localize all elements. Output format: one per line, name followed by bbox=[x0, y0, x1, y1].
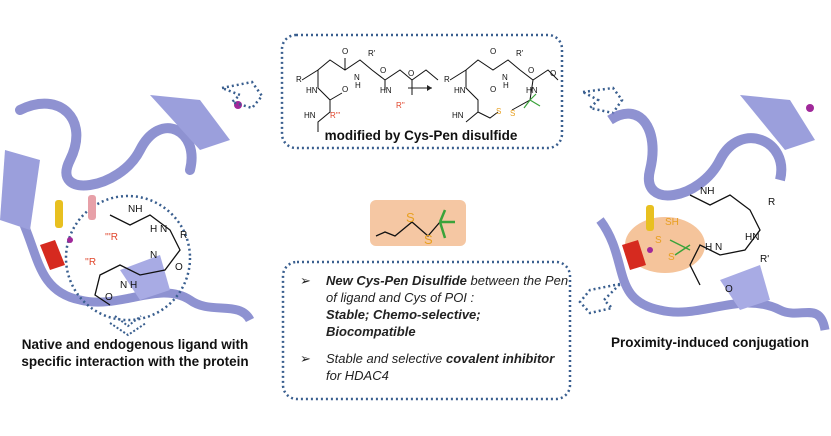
svg-text:R: R bbox=[444, 75, 450, 84]
svg-text:''R: ''R bbox=[85, 257, 96, 268]
svg-text:'''R: '''R bbox=[105, 232, 118, 243]
arrow-right-icon bbox=[578, 86, 624, 115]
svg-text:HN: HN bbox=[454, 86, 466, 95]
svg-text:N H: N H bbox=[120, 280, 137, 291]
svg-text:O: O bbox=[490, 85, 496, 94]
svg-text:HN: HN bbox=[306, 86, 318, 95]
left-peptide-structure: R O R' N H O HN O HN O HN R''' R'' bbox=[296, 47, 439, 132]
left-caption-line-1: Native and endogenous ligand with bbox=[21, 337, 249, 352]
svg-text:H: H bbox=[355, 81, 361, 90]
svg-text:O: O bbox=[175, 262, 183, 273]
right-caption: Proximity-induced conjugation bbox=[610, 335, 809, 350]
left-residue-pink bbox=[88, 195, 96, 220]
svg-text:O: O bbox=[105, 292, 113, 303]
svg-text:HN: HN bbox=[380, 86, 392, 95]
svg-text:O: O bbox=[380, 66, 386, 75]
svg-text:S: S bbox=[510, 109, 515, 118]
bottom-panel-border bbox=[281, 260, 572, 401]
conjugation-highlight bbox=[625, 217, 705, 273]
bullet-arrow-icon: ➢ bbox=[300, 273, 311, 288]
svg-text:SH: SH bbox=[665, 217, 679, 228]
left-ligand-structure: NH '''R ''R H N N H N O O R bbox=[85, 204, 187, 306]
disulfide-badge bbox=[370, 200, 466, 246]
svg-text:R'': R'' bbox=[396, 101, 405, 110]
bullet-text: New Cys-Pen Disulfide between the Pen of… bbox=[326, 272, 570, 340]
svg-text:R: R bbox=[296, 75, 302, 84]
left-down-chevron-icon bbox=[109, 315, 147, 337]
svg-text:O: O bbox=[342, 47, 348, 56]
svg-text:O: O bbox=[408, 69, 414, 78]
svg-text:HN: HN bbox=[526, 86, 538, 95]
left-residue-red bbox=[40, 240, 65, 270]
bullet-item: ➢ Stable and selective covalent inhibito… bbox=[300, 350, 570, 384]
svg-text:S: S bbox=[406, 210, 415, 225]
bullet-text: Stable and selective covalent inhibitor … bbox=[326, 350, 570, 384]
bullet-body: between the Pen of ligand and Cys of POI… bbox=[326, 273, 569, 305]
svg-text:R: R bbox=[180, 230, 187, 241]
bullet-bold-mid: covalent inhibitor bbox=[445, 351, 555, 366]
svg-text:O: O bbox=[550, 69, 556, 78]
bottom-panel-text: ➢ New Cys-Pen Disulfide between the Pen … bbox=[300, 272, 570, 394]
top-panel-border bbox=[280, 33, 564, 150]
svg-text:HN: HN bbox=[745, 232, 759, 243]
svg-text:H: H bbox=[503, 81, 509, 90]
svg-text:HN: HN bbox=[452, 111, 464, 120]
bullet-item: ➢ New Cys-Pen Disulfide between the Pen … bbox=[300, 272, 570, 340]
left-caption-line-2: specific interaction with the protein bbox=[21, 354, 249, 369]
svg-text:NH: NH bbox=[700, 186, 714, 197]
svg-text:O: O bbox=[490, 47, 496, 56]
right-protein-ribbon bbox=[596, 95, 830, 332]
arrow-right-icon bbox=[217, 80, 264, 110]
bullet-bold-lead: New Cys-Pen Disulfide bbox=[326, 273, 467, 288]
svg-text:H N: H N bbox=[705, 242, 722, 253]
svg-text:R''': R''' bbox=[330, 111, 341, 120]
left-caption: Native and endogenous ligand with specif… bbox=[5, 336, 265, 370]
svg-text:R': R' bbox=[516, 49, 524, 58]
right-peptide-structure: R O R' N H O HN O HN O HN S S bbox=[444, 47, 559, 123]
svg-text:N: N bbox=[150, 250, 157, 261]
disulfide-sulfur-labels: S S bbox=[406, 210, 433, 247]
bullet-arrow-icon: ➢ bbox=[300, 351, 311, 366]
bullet-tail: for HDAC4 bbox=[326, 368, 389, 383]
svg-text:R': R' bbox=[760, 254, 769, 265]
top-panel-caption: modified by Cys-Pen disulfide bbox=[325, 128, 518, 143]
svg-text:O: O bbox=[725, 284, 733, 295]
svg-text:H N: H N bbox=[150, 224, 167, 235]
arrow-left-icon bbox=[578, 281, 624, 315]
svg-text:N: N bbox=[502, 73, 508, 82]
svg-text:S: S bbox=[655, 235, 662, 246]
svg-text:NH: NH bbox=[128, 204, 142, 215]
svg-text:R': R' bbox=[368, 49, 376, 58]
svg-text:N: N bbox=[354, 73, 360, 82]
bullet-lead: Stable and selective bbox=[326, 351, 446, 366]
left-cys-residue bbox=[55, 200, 63, 228]
left-binding-site-circle bbox=[64, 194, 192, 322]
svg-text:S: S bbox=[424, 232, 433, 247]
svg-text:HN: HN bbox=[304, 111, 316, 120]
svg-text:O: O bbox=[342, 85, 348, 94]
svg-text:R: R bbox=[768, 197, 775, 208]
svg-text:S: S bbox=[668, 252, 675, 263]
left-protein-ribbon bbox=[0, 95, 255, 323]
right-ligand-structure: NH R SH S S H N HN R' O bbox=[655, 186, 775, 295]
svg-text:S: S bbox=[496, 107, 501, 116]
svg-text:O: O bbox=[528, 66, 534, 75]
bullet-bold-tail: Stable; Chemo-selective; Biocompatible bbox=[326, 307, 481, 339]
